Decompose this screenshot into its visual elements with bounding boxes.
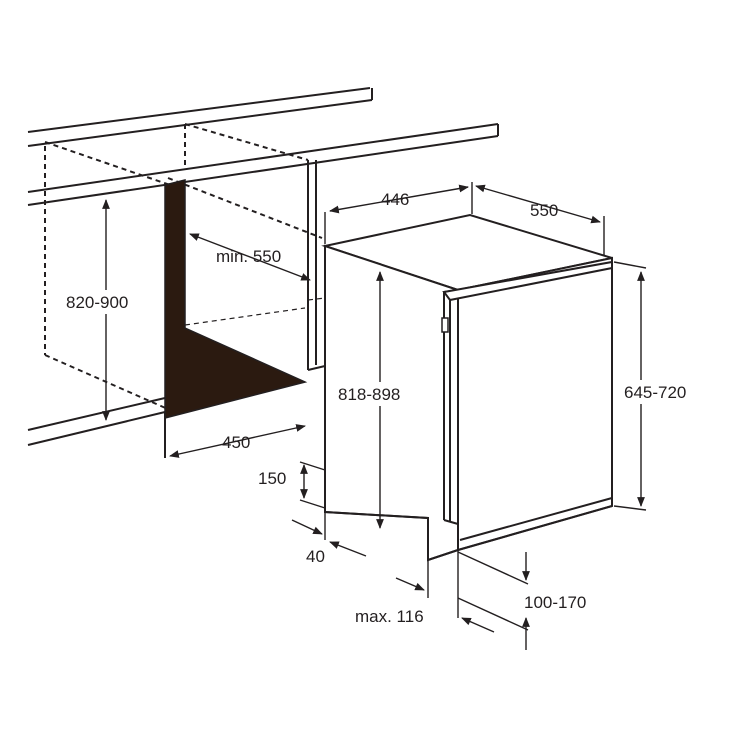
dishwasher-body xyxy=(321,213,613,562)
dimension-min-550: min. 550 xyxy=(189,233,311,281)
dimension-450: 450 xyxy=(169,424,306,458)
dimension-150: 150 xyxy=(258,461,326,509)
label-820-900: 820-900 xyxy=(66,293,128,312)
label-645-720: 645-720 xyxy=(624,383,686,402)
label-450: 450 xyxy=(222,433,250,452)
dimension-818-898: 818-898 xyxy=(336,271,424,529)
label-min-550: min. 550 xyxy=(216,247,281,266)
label-150: 150 xyxy=(258,469,286,488)
dimension-820-900: 820-900 xyxy=(64,199,152,421)
dimension-550-top: 550 xyxy=(475,184,605,256)
label-max-116: max. 116 xyxy=(355,607,424,626)
label-100-170: 100-170 xyxy=(524,593,586,612)
niche-hidden-outline xyxy=(44,123,326,411)
label-446: 446 xyxy=(381,190,409,209)
label-40: 40 xyxy=(306,547,325,566)
label-550-top: 550 xyxy=(530,201,558,220)
dimension-max-116: max. 116 xyxy=(355,550,495,633)
dimension-40: 40 xyxy=(291,512,367,566)
countertop xyxy=(27,87,499,206)
dimension-446: 446 xyxy=(324,182,473,244)
dimension-100-170: 100-170 xyxy=(457,551,586,650)
dimension-645-720: 645-720 xyxy=(613,261,712,511)
niche-interior xyxy=(164,179,308,419)
label-818-898: 818-898 xyxy=(338,385,400,404)
